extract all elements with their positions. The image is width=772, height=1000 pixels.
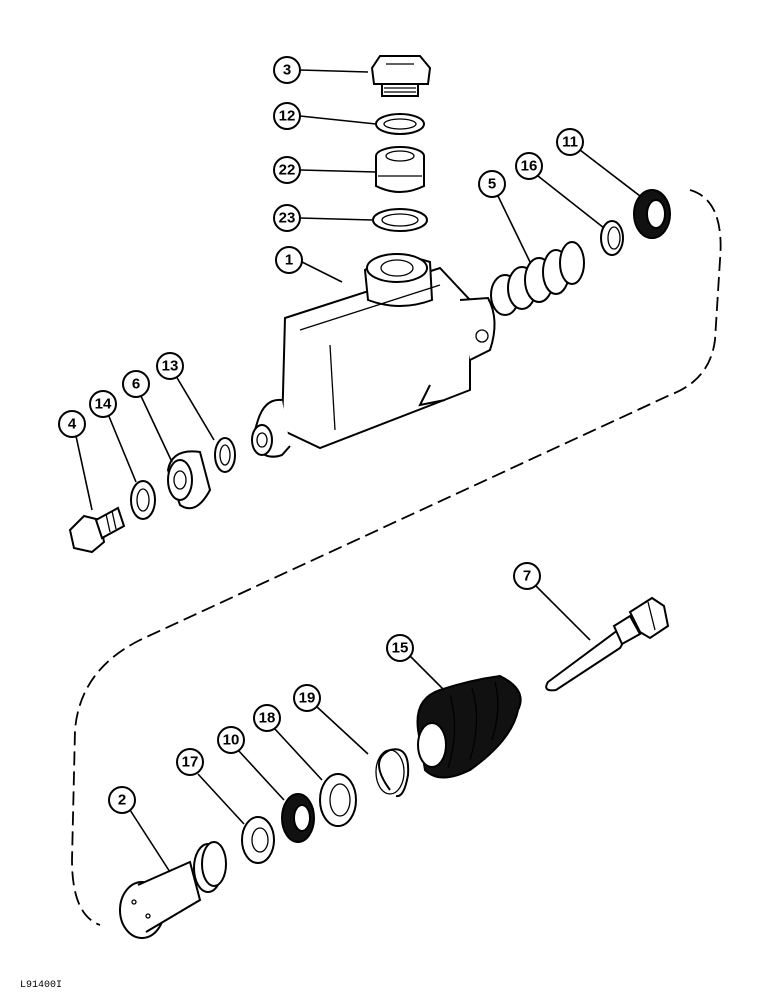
callout-11: 11 <box>556 128 584 156</box>
part-washer-13 <box>214 437 236 473</box>
callout-label: 3 <box>283 62 291 79</box>
part-banjo-fitting <box>166 450 212 510</box>
callout-3: 3 <box>273 56 301 84</box>
part-seal-10 <box>281 793 315 843</box>
part-push-rod <box>545 596 670 692</box>
callout-23: 23 <box>273 204 301 232</box>
part-washer-lower <box>372 208 428 232</box>
callout-5: 5 <box>478 170 506 198</box>
callout-10: 10 <box>217 726 245 754</box>
callout-6: 6 <box>122 370 150 398</box>
callout-13: 13 <box>156 352 184 380</box>
part-spring <box>490 241 585 316</box>
callout-label: 18 <box>259 710 276 727</box>
leader-lines <box>75 69 641 873</box>
callout-2: 2 <box>108 786 136 814</box>
callout-18: 18 <box>253 704 281 732</box>
callout-label: 1 <box>285 252 293 269</box>
callout-label: 14 <box>95 396 112 413</box>
part-adapter <box>375 146 425 193</box>
part-snap-ring <box>375 748 410 798</box>
callout-label: 23 <box>279 210 296 227</box>
part-rubber-boot <box>416 674 522 779</box>
callout-label: 15 <box>392 640 409 657</box>
assembly-path-line <box>71 189 722 926</box>
callout-19: 19 <box>293 684 321 712</box>
callout-12: 12 <box>273 102 301 130</box>
callout-label: 5 <box>488 176 496 193</box>
callout-label: 4 <box>68 416 77 433</box>
part-washer-18 <box>319 773 357 827</box>
callout-17: 17 <box>176 748 204 776</box>
part-filler-cap <box>370 55 432 97</box>
callout-label: 16 <box>521 158 538 175</box>
callout-label: 10 <box>223 732 240 749</box>
part-ring-16 <box>600 220 624 256</box>
callout-label: 6 <box>132 376 140 393</box>
part-washer-upper <box>375 113 425 135</box>
callout-label: 19 <box>299 690 316 707</box>
callout-7: 7 <box>513 562 541 590</box>
callout-15: 15 <box>386 634 414 662</box>
part-cylinder-body <box>250 253 496 458</box>
part-washer-14 <box>130 480 156 520</box>
part-piston <box>119 841 227 939</box>
callout-16: 16 <box>515 152 543 180</box>
callout-14: 14 <box>89 390 117 418</box>
part-seal-11 <box>633 189 671 239</box>
part-banjo-bolt <box>68 506 126 554</box>
callout-4: 4 <box>58 410 86 438</box>
callout-label: 7 <box>523 568 531 585</box>
callout-label: 22 <box>279 162 296 179</box>
callout-22: 22 <box>273 156 301 184</box>
callout-label: 2 <box>118 792 126 809</box>
callout-label: 12 <box>279 108 296 125</box>
figure-reference-code: L91400I <box>20 980 63 991</box>
part-washer-17 <box>241 816 275 864</box>
callout-label: 11 <box>562 134 578 151</box>
callout-1: 1 <box>275 246 303 274</box>
callout-label: 13 <box>162 358 179 375</box>
callout-label: 17 <box>182 754 199 771</box>
